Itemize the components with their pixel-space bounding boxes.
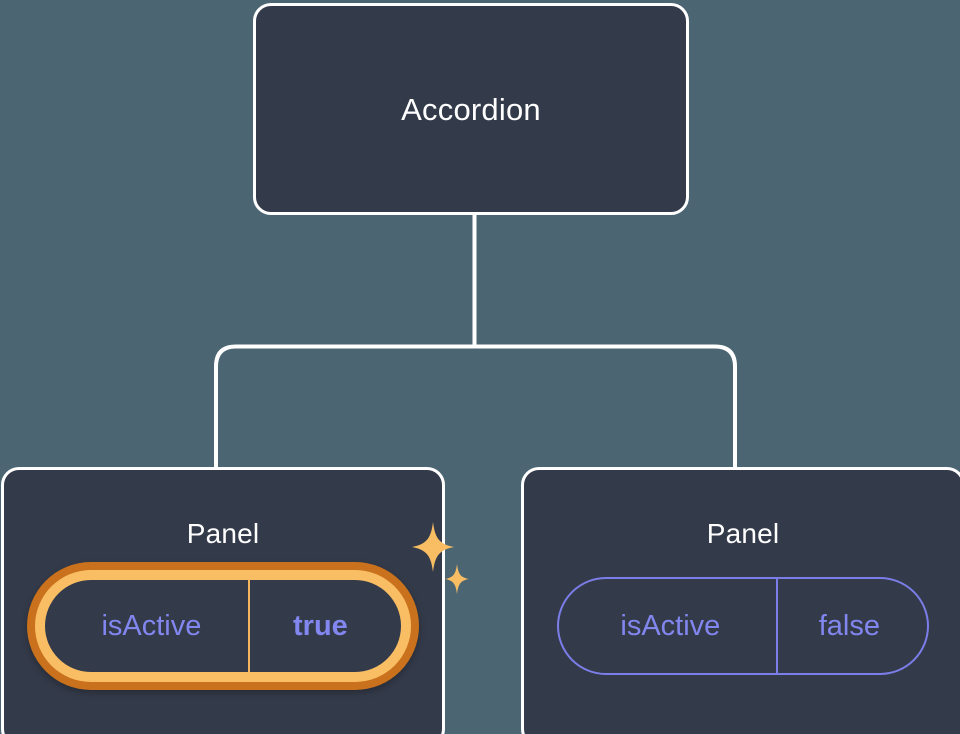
prop-value-false: false (818, 609, 880, 642)
node-accordion[interactable]: Accordion (253, 3, 689, 215)
prop-key-isactive: isActive (620, 609, 721, 642)
node-panel-left-title: Panel (186, 518, 260, 549)
prop-key-isactive: isActive (101, 609, 202, 642)
prop-pill-isactive-true[interactable]: isActive true (27, 522, 469, 690)
prop-divider (247, 580, 250, 672)
prop-pill-isactive-false[interactable]: isActive false (557, 577, 929, 675)
edge-to-panel-left (214, 344, 475, 470)
prop-pill-body: isActive true (45, 580, 401, 672)
node-panel-right[interactable]: Panel isActive false (521, 467, 960, 734)
node-accordion-title: Accordion (401, 91, 541, 127)
sparkles-group (412, 522, 469, 594)
prop-divider (775, 579, 778, 673)
node-panel-left[interactable]: Panel isActive true (1, 467, 469, 734)
node-panel-right-title: Panel (706, 518, 780, 549)
prop-value-true: true (293, 609, 348, 642)
sparkle-large-icon (412, 522, 454, 572)
sparkle-small-icon (445, 564, 469, 594)
edge-to-panel-right (474, 344, 737, 470)
highlight-ring-inner: isActive true (35, 570, 411, 682)
